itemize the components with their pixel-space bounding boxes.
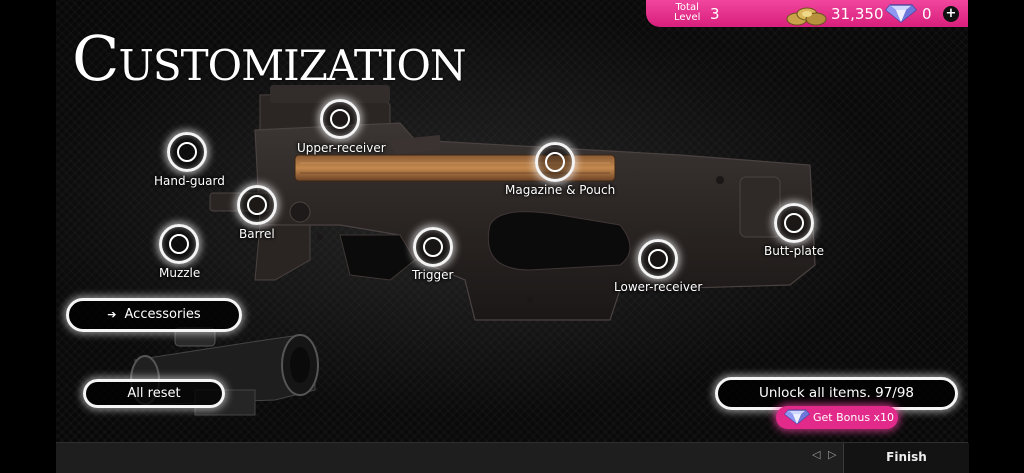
gem-count: 0 (922, 5, 932, 23)
accessories-label: Accessories (124, 307, 201, 322)
part-upper-receiver[interactable]: Upper-receiver (290, 97, 430, 167)
level-value: 3 (710, 5, 720, 23)
part-ring-icon (774, 203, 814, 243)
part-lower-receiver[interactable]: Lower-receiver (610, 237, 750, 307)
part-muzzle[interactable]: Muzzle (140, 222, 280, 292)
diamond-icon (784, 409, 810, 425)
title-rest: USTOMIZATION (118, 41, 466, 90)
part-label: Magazine & Pouch (505, 183, 616, 197)
part-ring-icon (413, 227, 453, 267)
part-label: Lower-receiver (614, 280, 703, 294)
scope-image (130, 327, 319, 416)
part-magazine-pouch[interactable]: Magazine & Pouch (500, 140, 640, 210)
part-ring-icon (638, 239, 678, 279)
part-hand-guard[interactable]: Hand-guard (150, 130, 290, 200)
part-label: Hand-guard (154, 174, 225, 188)
total-level-label: Total Level (674, 3, 700, 23)
arrow-right-icon: ➔ (107, 308, 117, 321)
coin-stack-icon (786, 7, 827, 26)
part-label: Trigger (412, 268, 454, 282)
part-ring-icon (237, 185, 277, 225)
get-bonus-label: Get Bonus x10 (813, 411, 895, 424)
level-label: Level (674, 12, 701, 23)
part-label: Muzzle (159, 266, 201, 280)
part-label: Barrel (239, 227, 275, 241)
part-label: Upper-receiver (297, 141, 386, 155)
bottom-bar (56, 442, 968, 473)
part-ring-icon (167, 132, 207, 172)
right-letterbox (968, 0, 1024, 473)
add-gems-button[interactable]: + (943, 6, 959, 22)
diamond-icon (885, 4, 917, 23)
all-reset-button[interactable]: All reset (83, 379, 225, 408)
unlock-all-button[interactable]: Unlock all items. 97/98 (715, 377, 958, 410)
left-letterbox (0, 0, 56, 473)
coin-count: 31,350 (831, 5, 884, 23)
get-bonus-badge[interactable]: Get Bonus x10 (776, 406, 898, 429)
part-ring-icon (535, 142, 575, 182)
title-initial: C (72, 22, 119, 95)
finish-customization-button[interactable]: Finish customization (843, 443, 969, 473)
part-barrel[interactable]: Barrel (218, 183, 358, 253)
page-title: CUSTOMIZATION (72, 22, 467, 95)
weapon-image (209, 85, 816, 321)
part-label: Butt-plate (764, 244, 824, 258)
part-trigger[interactable]: Trigger (395, 225, 535, 295)
part-ring-icon (320, 99, 360, 139)
part-butt-plate[interactable]: Butt-plate (740, 201, 880, 271)
scroll-arrows-icon[interactable]: ◁ ▷ (812, 448, 839, 461)
accessories-button[interactable]: ➔ Accessories (66, 298, 242, 332)
total-label: Total (675, 2, 699, 13)
part-ring-icon (159, 224, 199, 264)
